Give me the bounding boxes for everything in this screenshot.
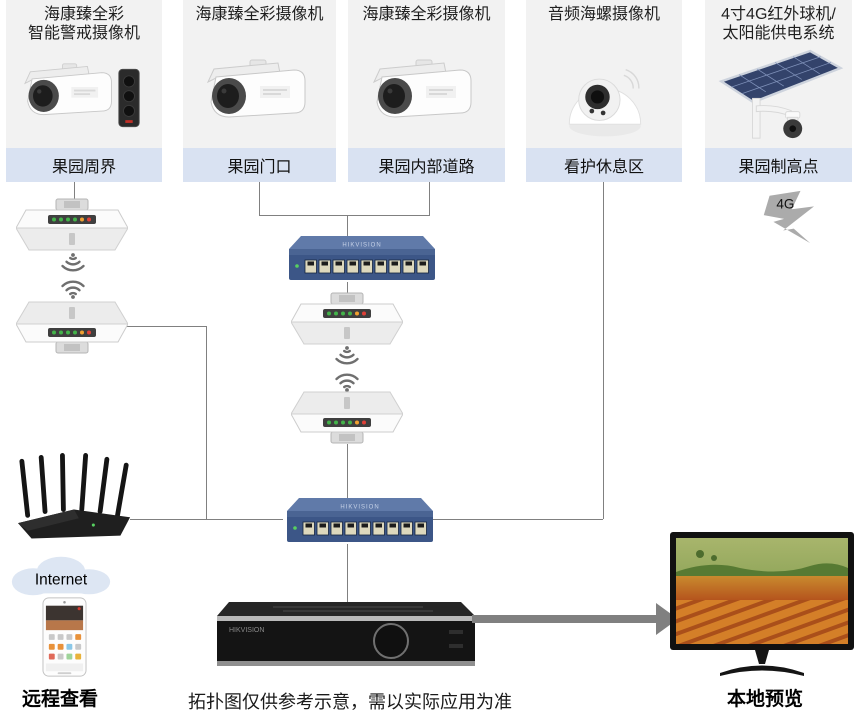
turret-camera-icon: [558, 52, 652, 140]
remote-view-label: 远程查看: [22, 689, 99, 710]
connector-line: [206, 326, 207, 519]
nvr-brand-text: HIKVISION: [229, 627, 264, 634]
camera-title: 海康臻全彩摄像机: [362, 6, 491, 23]
connector-line: [259, 182, 260, 215]
connector-line: [347, 444, 348, 498]
camera-title: 海康臻全彩 智能警戒摄像机: [27, 6, 140, 42]
wireless-bridge-icon: [291, 386, 403, 444]
connector-line: [425, 519, 603, 520]
zone-label: 看护休息区: [526, 148, 682, 182]
monitor-icon: [670, 532, 854, 676]
router-icon: [18, 452, 132, 542]
smartphone-icon: [42, 596, 87, 678]
zone-label: 果园周界: [6, 148, 162, 182]
connector-line: [347, 282, 348, 296]
camera-title: 音频海螺摄像机: [547, 6, 660, 23]
wireless-bridge-icon: [16, 198, 128, 256]
alarm-strobe-icon: [117, 66, 141, 130]
local-preview-label: 本地预览: [726, 689, 803, 710]
connector-line: [347, 215, 348, 240]
bullet-camera-icon: [364, 58, 476, 132]
connector-line: [126, 326, 206, 327]
camera-title: 4寸4G红外球机/ 太阳能供电系统: [721, 6, 836, 42]
nvr-icon: HIKVISION: [213, 600, 477, 674]
wifi-signal-icon: [60, 253, 86, 275]
connector-line: [603, 182, 604, 519]
camera-title: 海康臻全彩摄像机: [195, 6, 324, 23]
wifi-signal-icon: [334, 346, 360, 368]
wireless-bridge-icon: [16, 296, 128, 354]
connector-line: [259, 215, 430, 216]
wireless-bridge-icon: [291, 292, 403, 350]
solar-panel-ptz-icon: [708, 48, 850, 145]
disclaimer-text: 拓扑图仅供参考示意，需以实际应用为准: [188, 692, 512, 712]
poe-switch-icon: [285, 234, 437, 284]
4g-label: 4G: [776, 196, 794, 211]
poe-switch-icon: [283, 496, 435, 546]
connector-line: [74, 182, 75, 202]
internet-label: Internet: [35, 572, 88, 589]
zone-label: 果园内部道路: [348, 148, 505, 182]
zone-label: 果园制高点: [705, 148, 852, 182]
arrow-to-monitor: [472, 615, 658, 623]
connector-line: [429, 182, 430, 215]
zone-label: 果园门口: [183, 148, 336, 182]
bullet-camera-icon: [198, 58, 310, 132]
connector-line: [347, 544, 348, 602]
bullet-camera-icon: [16, 62, 116, 128]
internet-cloud: Internet: [8, 552, 114, 600]
connector-line: [130, 519, 283, 520]
4g-bolt-icon: 4G: [754, 188, 818, 246]
